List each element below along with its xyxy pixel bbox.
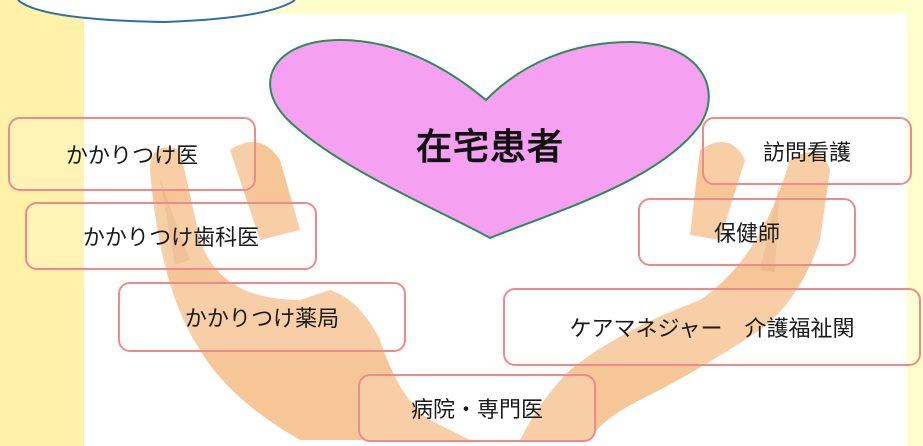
provider-box-family-dentist: かかりつけ歯科医 [25,202,317,270]
provider-box-public-health-nurse: 保健師 [638,198,856,266]
provider-box-care-manager: ケアマネジャー 介護福祉関 [503,288,921,366]
center-label: 在宅患者 [415,127,564,168]
provider-box-hospital-specialist: 病院・専門医 [358,374,596,442]
left-stripe [0,0,84,446]
provider-box-visiting-nurse: 訪問看護 [702,117,912,185]
callout-bubble-edge [17,0,296,24]
provider-box-family-doctor: かかりつけ医 [8,117,256,191]
provider-box-family-pharmacy: かかりつけ薬局 [118,282,406,352]
